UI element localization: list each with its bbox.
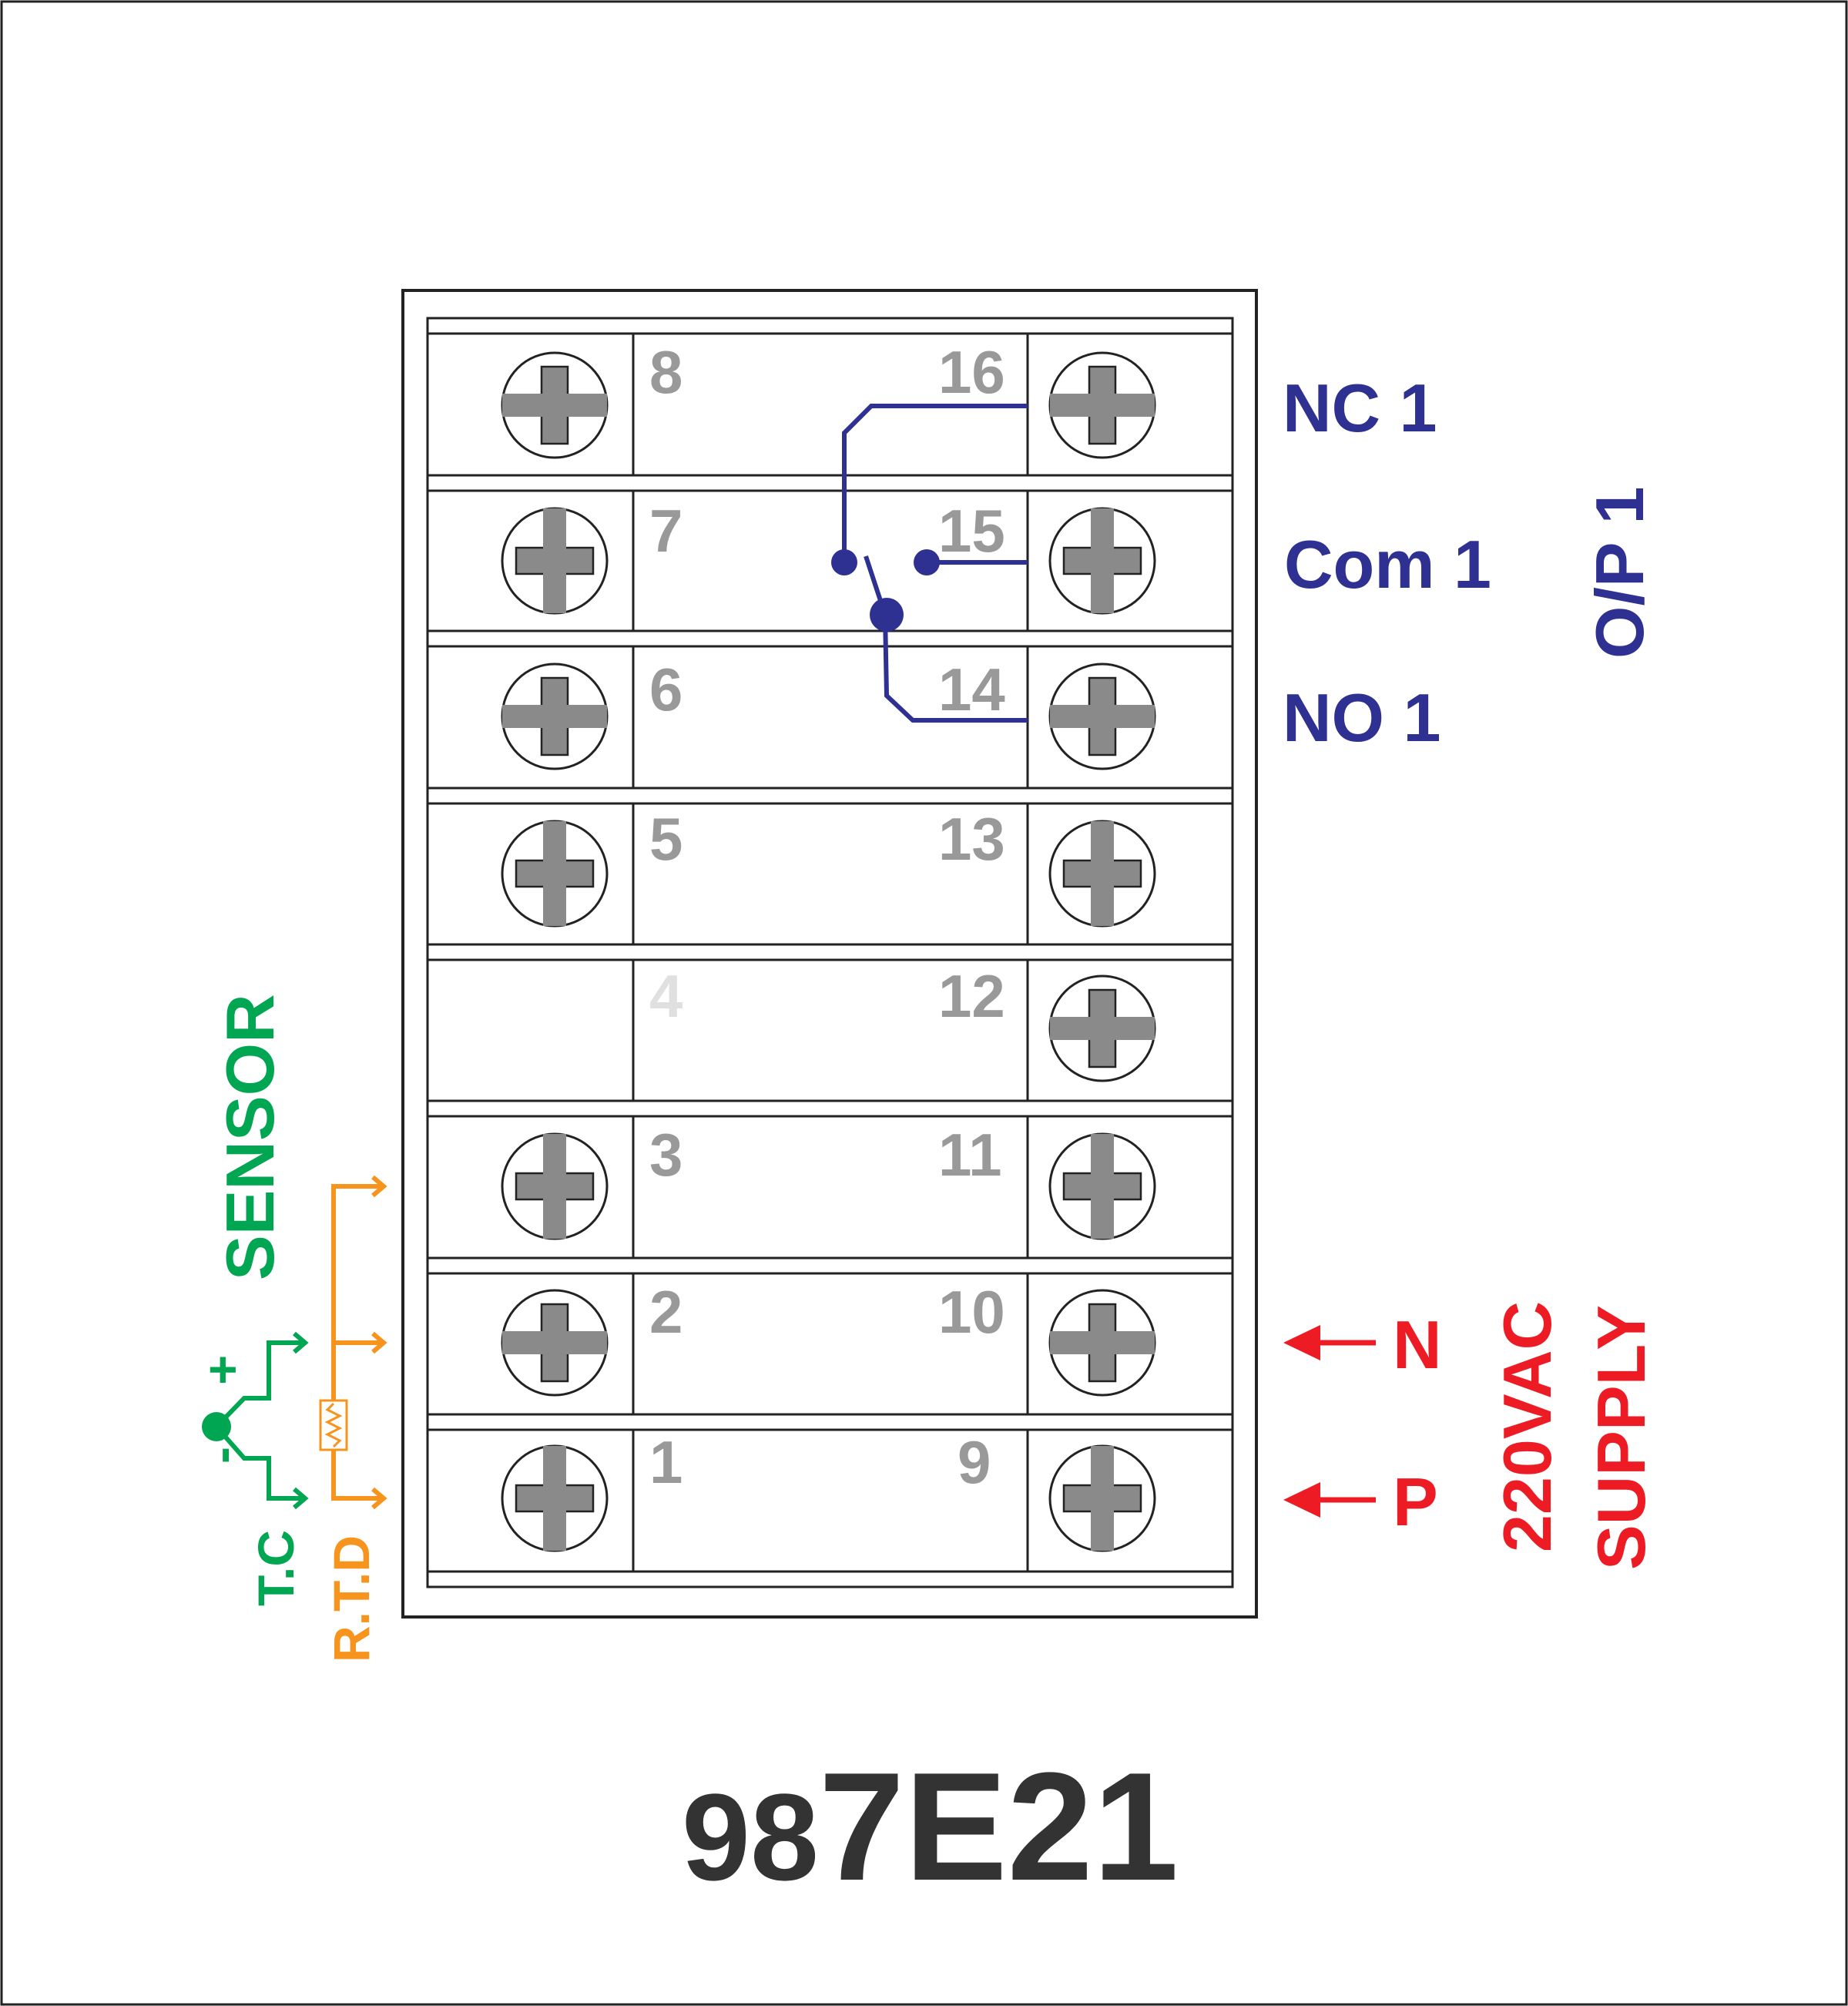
rtd-resistor-icon bbox=[319, 1399, 348, 1451]
terminal-number-6: 6 bbox=[649, 656, 683, 723]
nc1-label: NC 1 bbox=[1283, 370, 1437, 446]
screw-terminal-6 bbox=[501, 663, 609, 770]
supply-label: SUPPLY bbox=[1583, 1305, 1659, 1570]
thermocouple-junction-icon bbox=[202, 1412, 231, 1441]
relay-nc-contact-point bbox=[831, 549, 857, 575]
terminal-number-10: 10 bbox=[938, 1278, 1005, 1346]
separator-bars bbox=[426, 317, 1234, 1588]
terminal-number-14: 14 bbox=[938, 656, 1005, 723]
terminal-number-15: 15 bbox=[938, 497, 1005, 565]
relay-com-contact-point bbox=[914, 549, 940, 575]
terminal-number-1: 1 bbox=[649, 1428, 683, 1496]
thermocouple-plus-sign: + bbox=[208, 1340, 238, 1397]
thermocouple-wiring bbox=[214, 1331, 309, 1510]
supply-arrows bbox=[1283, 1325, 1376, 1518]
terminal-number-16: 16 bbox=[938, 338, 1005, 406]
terminal-number-12: 12 bbox=[938, 962, 1005, 1030]
screw-terminal-13 bbox=[1048, 820, 1156, 928]
terminal-number-8: 8 bbox=[649, 338, 683, 406]
thermocouple-minus-sign: - bbox=[193, 1447, 250, 1464]
screw-terminal-14 bbox=[1048, 663, 1156, 770]
screw-terminal-8 bbox=[501, 351, 609, 459]
terminal-number-11: 11 bbox=[938, 1121, 1001, 1189]
screw-terminal-7 bbox=[501, 507, 609, 615]
output-group-label: O/P 1 bbox=[1581, 487, 1658, 659]
relay-pivot-point bbox=[870, 598, 904, 632]
rtd-label: R.T.D bbox=[323, 1535, 380, 1662]
terminal-number-5: 5 bbox=[649, 805, 683, 873]
com1-label: Com 1 bbox=[1284, 526, 1491, 602]
screw-terminal-16 bbox=[1048, 351, 1156, 459]
screw-terminal-3 bbox=[501, 1132, 609, 1240]
terminal-number-2: 2 bbox=[649, 1278, 683, 1346]
screw-terminal-11 bbox=[1048, 1132, 1156, 1240]
terminal-number-4: 4 bbox=[649, 962, 683, 1030]
model-number-prefix: 98 bbox=[682, 1768, 819, 1906]
sensor-title: SENSOR bbox=[212, 994, 288, 1280]
model-number: 987E21 bbox=[682, 1741, 1179, 1913]
screw-terminal-15 bbox=[1048, 507, 1156, 615]
screw-terminal-10 bbox=[1048, 1289, 1156, 1397]
terminal-number-13: 13 bbox=[938, 805, 1005, 873]
terminal-number-9: 9 bbox=[958, 1428, 991, 1496]
model-number-suffix: 7E21 bbox=[819, 1741, 1179, 1913]
rtd-wiring bbox=[331, 1175, 387, 1510]
terminal-number-3: 3 bbox=[649, 1121, 683, 1189]
relay-contact-wiring bbox=[842, 404, 1028, 723]
screw-terminal-9 bbox=[1048, 1444, 1156, 1552]
no1-label: NO 1 bbox=[1283, 679, 1441, 756]
supply-voltage-label: 220VAC bbox=[1489, 1301, 1565, 1552]
screw-terminal-5 bbox=[501, 820, 609, 928]
phase-label: P bbox=[1393, 1464, 1438, 1540]
thermocouple-label: T.C bbox=[247, 1530, 304, 1606]
screw-terminal-1 bbox=[501, 1444, 609, 1552]
neutral-label: N bbox=[1393, 1307, 1442, 1383]
terminal-number-7: 7 bbox=[649, 497, 683, 565]
screw-terminal-12 bbox=[1048, 974, 1156, 1082]
screw-terminal-2 bbox=[501, 1289, 609, 1397]
